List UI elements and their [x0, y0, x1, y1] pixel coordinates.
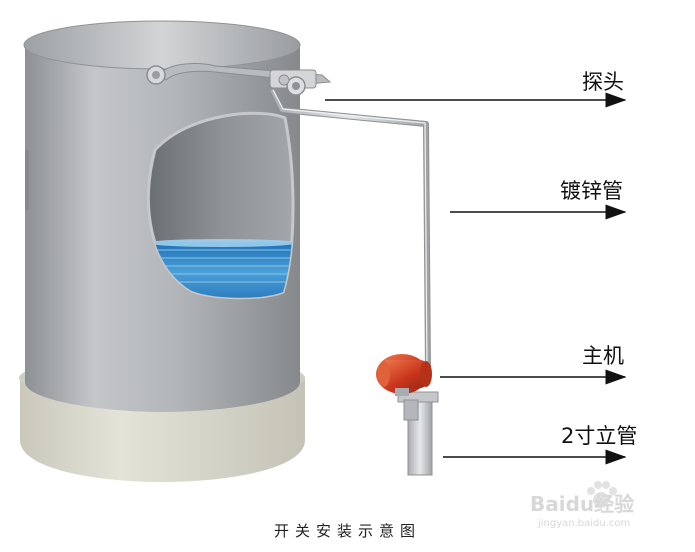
label-stand-pipe: 2寸立管 [561, 424, 638, 448]
callout-arrows [325, 92, 627, 465]
watermark-brand: Baidu经验 [530, 492, 635, 516]
label-probe: 探头 [582, 70, 624, 94]
paw-logo-icon [587, 481, 617, 508]
label-galvanized-pipe: 镀锌管 [560, 179, 623, 203]
stand-pipe [397, 391, 439, 476]
diagram-caption: 开关安装示意图 [273, 522, 421, 540]
transmitter-host [376, 354, 432, 396]
tank-cutaway-window [146, 111, 295, 300]
galvanized-pipe [269, 88, 431, 371]
label-host: 主机 [582, 344, 624, 368]
probe [269, 69, 317, 96]
baidu-watermark: Baidu经验 jingyan.baidu.com [530, 480, 690, 540]
watermark-url: jingyan.baidu.com [538, 518, 631, 529]
